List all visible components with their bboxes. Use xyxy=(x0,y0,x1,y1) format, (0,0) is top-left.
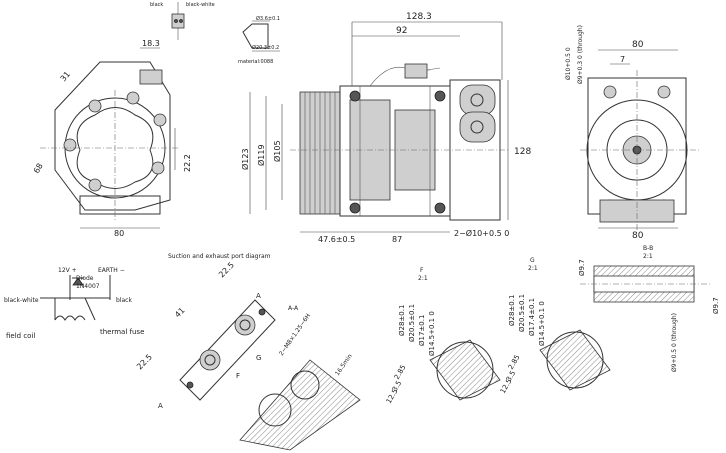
detail-bb-title: B-B xyxy=(643,245,653,252)
port-dim-outer: Ø3.6±0.1 xyxy=(256,15,280,22)
detail-g-h1: 2.85 xyxy=(507,353,522,371)
left-dim-top: 18.3 xyxy=(142,39,160,48)
wire-connector: black black-white xyxy=(150,2,215,40)
side-dim-holes: 2−Ø10+0.5 0 xyxy=(454,228,509,238)
port-diagram-title: Suction and exhaust port diagram xyxy=(168,253,271,260)
circuit-schematic: 12V + EARTH − Diode 1N4007 black-white b… xyxy=(4,267,144,340)
detail-g-d4: Ø14.5+0.1 0 xyxy=(538,301,546,346)
right-dim-top: 80 xyxy=(632,40,644,50)
circuit-field-coil: field coil xyxy=(6,332,35,340)
side-dim-pulley: 47.6±0.5 xyxy=(318,235,355,244)
detail-bb-scale: 2:1 xyxy=(643,253,653,260)
right-dim-bottom: 80 xyxy=(632,231,644,241)
detail-f-h1: 2.85 xyxy=(393,363,408,381)
port-dim-inner: Ø20.3±0.2 xyxy=(252,44,279,51)
circuit-diode-part: 1N4007 xyxy=(76,283,100,290)
detail-f-scale: 2:1 xyxy=(418,275,428,282)
section-depth: 16.5min xyxy=(334,353,354,377)
port-diagram: Suction and exhaust port diagram 22.5 41… xyxy=(135,253,299,410)
circuit-black: black xyxy=(116,297,132,304)
port-dim-c: 22.5 xyxy=(135,352,154,371)
side-view: 128.3 92 128 Ø123 Ø119 Ø105 47.6±0.5 87 … xyxy=(240,12,531,244)
detail-g-d1: Ø28±0.1 xyxy=(508,295,516,326)
port-section-a-top: A xyxy=(256,292,261,300)
port-dim-a: 22.5 xyxy=(217,260,236,279)
section-g: G xyxy=(256,354,261,362)
detail-g-title: G xyxy=(530,257,535,264)
detail-bb: B-B 2:1 Ø9.7 Ø9.7 Ø9+0.5 0 (through) xyxy=(578,245,720,372)
side-dim-height: 128 xyxy=(514,147,531,157)
detail-f-d1: Ø28±0.1 xyxy=(398,305,406,336)
right-end-view: 80 7 Ø10+0.5 0 Ø9+0.3 0 (through) 80 xyxy=(565,25,700,241)
left-dim-angle: 31 xyxy=(59,70,72,84)
side-dia-105: Ø105 xyxy=(272,140,282,162)
left-dim-left: 68 xyxy=(32,162,45,175)
port-section-a-bottom: A xyxy=(158,402,163,410)
circuit-earth: EARTH − xyxy=(98,267,125,274)
port-material: material:0088 xyxy=(238,59,273,65)
left-end-view: 18.3 31 68 22.2 80 xyxy=(32,39,192,238)
section-thread: 2−M8×1.25−6H xyxy=(278,313,312,358)
circuit-thermal-fuse: thermal fuse xyxy=(100,328,144,336)
wire-label-black: black xyxy=(150,2,163,8)
right-dim-hole-b: Ø9+0.3 0 (through) xyxy=(577,25,584,84)
side-dia-119: Ø119 xyxy=(256,144,266,166)
detail-f-title: F xyxy=(420,267,424,274)
wire-label-black-white: black-white xyxy=(186,2,215,8)
detail-f: F 2:1 Ø28±0.1 Ø20.5±0.1 Ø17±0.1 Ø14.5+0.… xyxy=(385,267,501,405)
detail-g-d3: Ø17.4±0.1 xyxy=(528,298,536,336)
right-dim-hole-a: Ø10+0.5 0 xyxy=(565,47,572,80)
detail-bb-d-right: Ø9.7 xyxy=(712,297,720,314)
port-detail: Ø3.6±0.1 Ø20.3±0.2 material:0088 xyxy=(238,15,280,65)
side-dim-body: 87 xyxy=(392,235,402,244)
circuit-black-white: black-white xyxy=(4,297,39,304)
side-dim-mid: 92 xyxy=(396,26,407,36)
left-dim-bottom: 80 xyxy=(114,229,124,238)
side-dim-overall: 128.3 xyxy=(406,12,432,22)
port-section-label: A-A xyxy=(288,305,299,312)
left-dim-right: 22.2 xyxy=(183,154,192,172)
circuit-12v: 12V + xyxy=(58,267,77,274)
detail-g-scale: 2:1 xyxy=(528,265,538,272)
detail-f-d3: Ø17±0.1 xyxy=(418,315,426,346)
detail-f-d4: Ø14.5+0.1 0 xyxy=(428,311,436,356)
detail-g: G 2:1 Ø28±0.1 Ø20.5±0.1 Ø17.4±0.1 Ø14.5+… xyxy=(499,257,611,395)
detail-bb-through: Ø9+0.5 0 (through) xyxy=(671,313,678,372)
detail-g-d2: Ø20.5±0.1 xyxy=(518,294,526,332)
port-dim-b: 41 xyxy=(173,306,187,320)
section-aa: 2−M8×1.25−6H 16.5min G F xyxy=(236,313,361,451)
section-f: F xyxy=(236,372,240,380)
detail-f-d2: Ø20.5±0.1 xyxy=(408,304,416,342)
side-dia-123: Ø123 xyxy=(240,148,250,170)
circuit-diode: Diode xyxy=(76,275,94,282)
right-dim-7: 7 xyxy=(620,55,625,64)
detail-bb-d-top: Ø9.7 xyxy=(578,259,586,276)
